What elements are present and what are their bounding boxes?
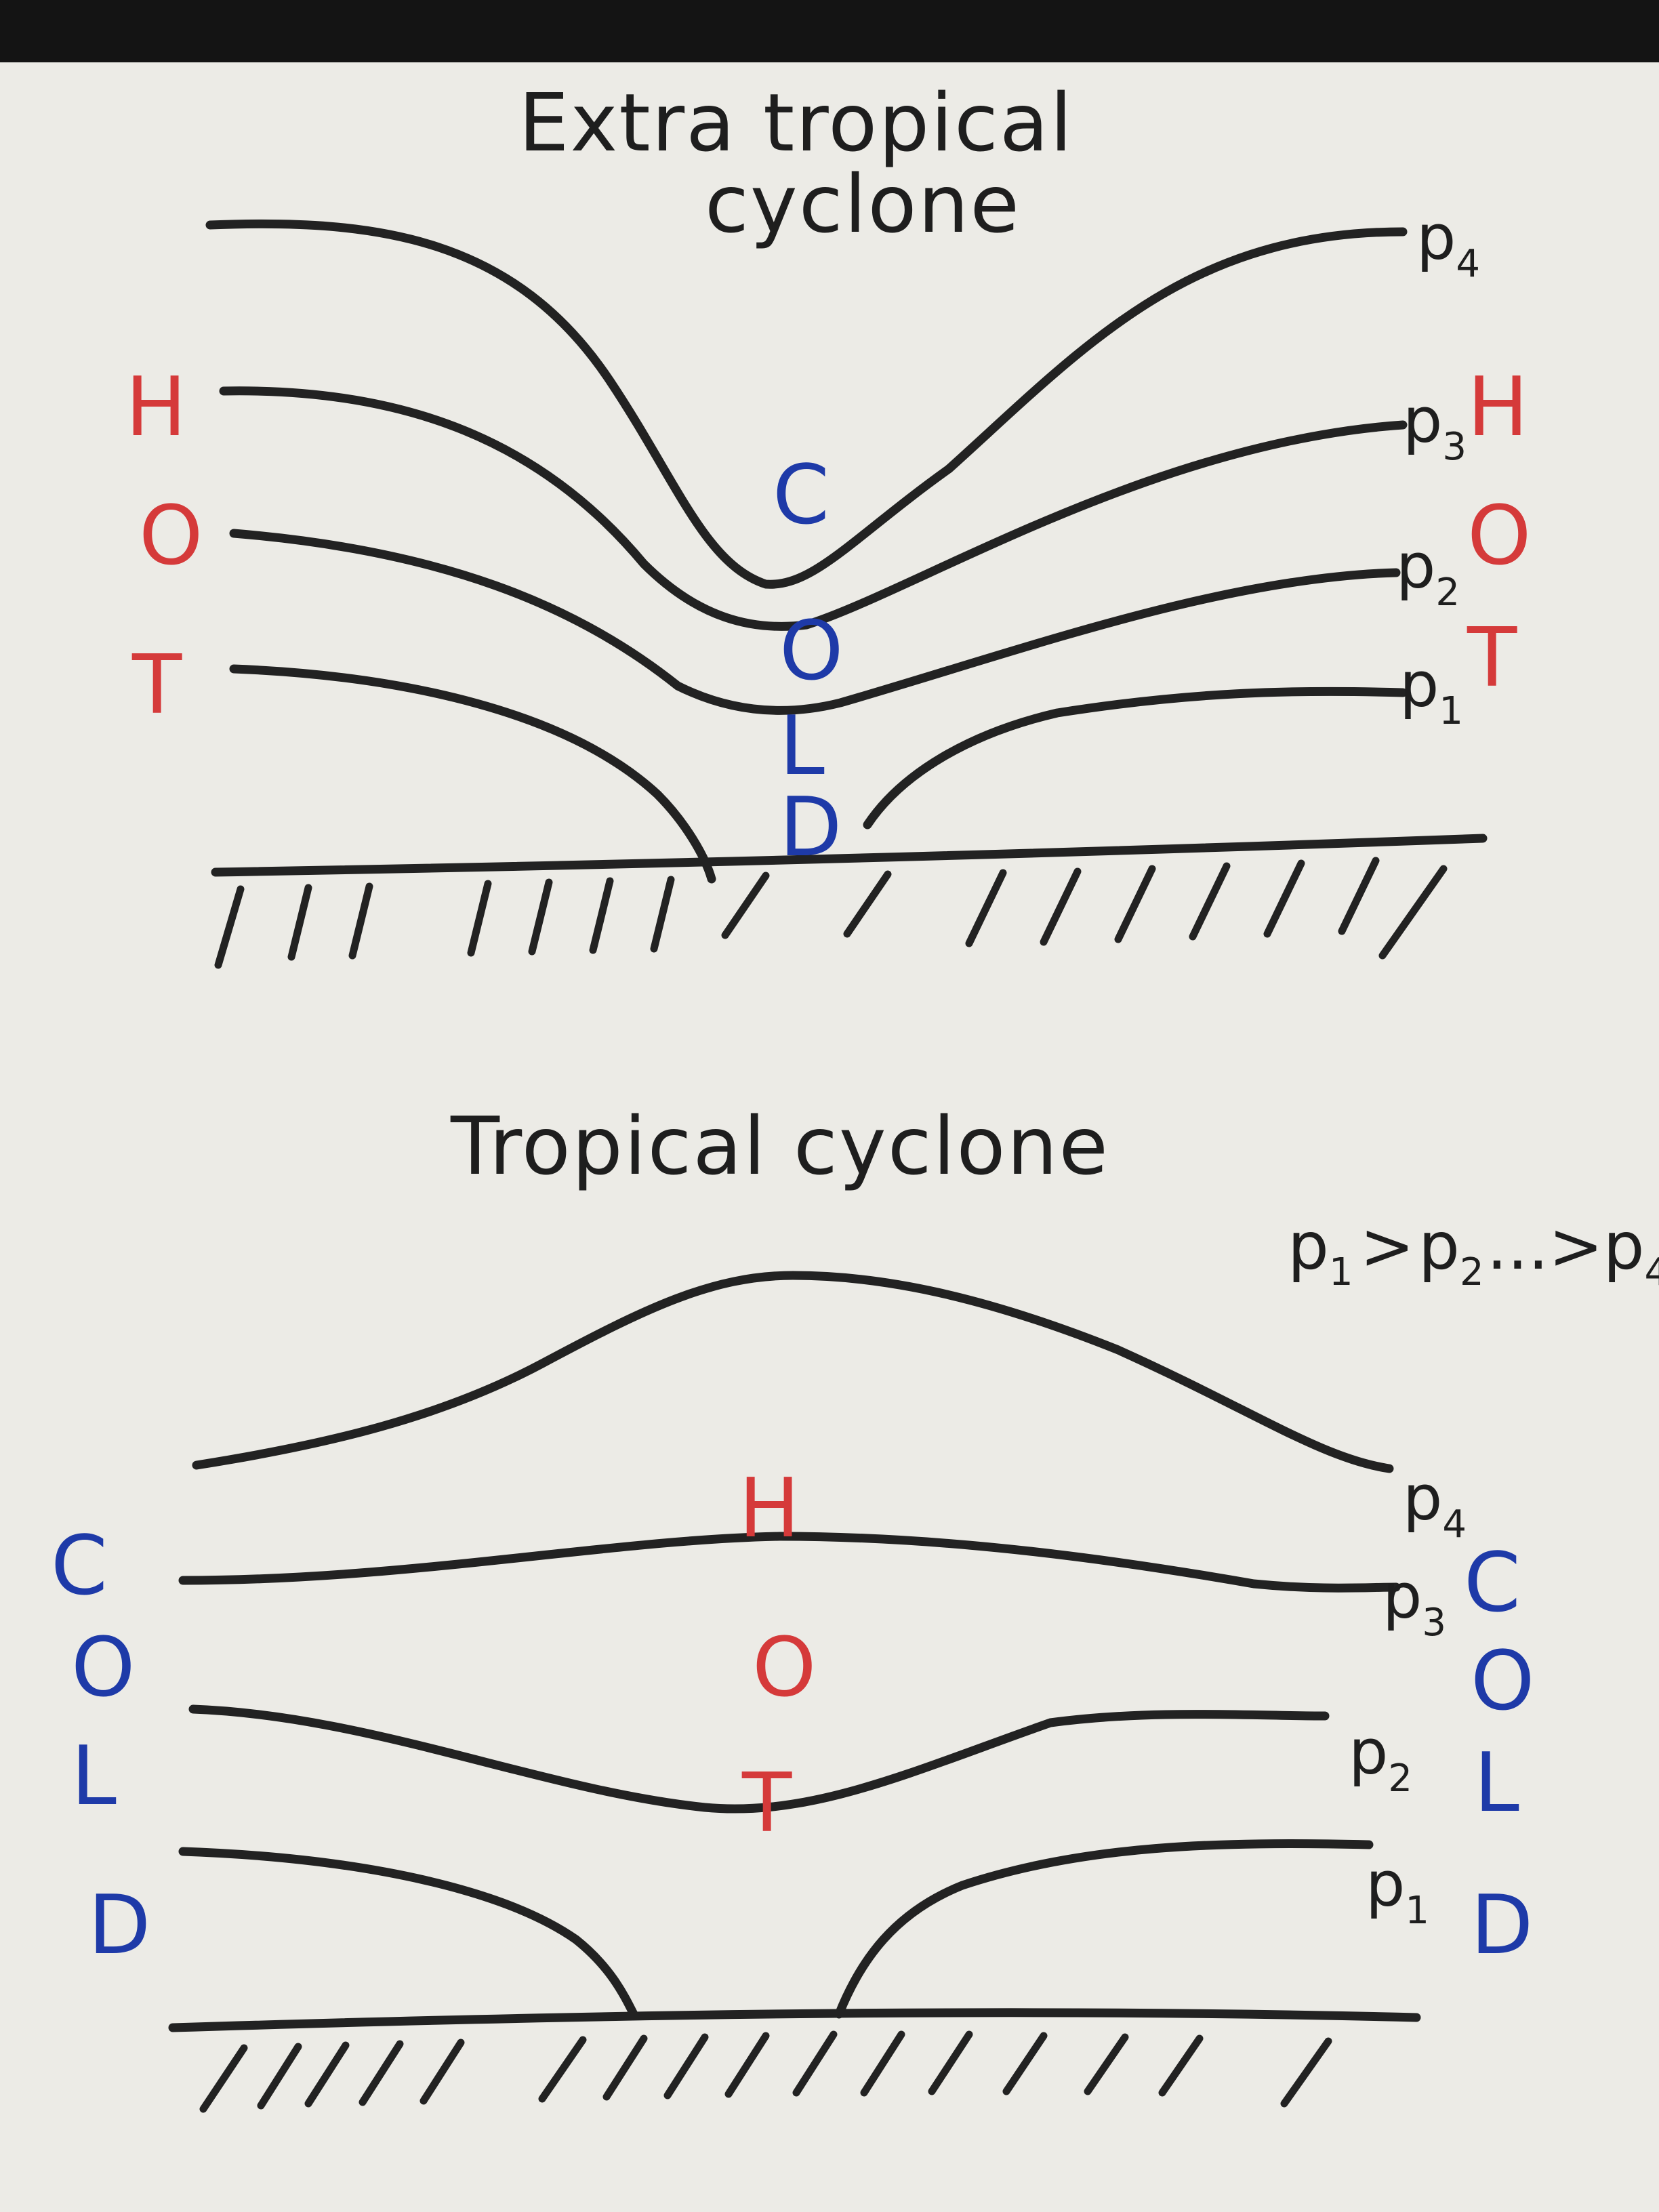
top-isobar-p3 bbox=[219, 386, 1408, 631]
bottom-ground-hatching bbox=[199, 2030, 1332, 2113]
svg-text:C: C bbox=[773, 449, 830, 543]
bottom-isobar-p1-right bbox=[834, 1839, 1374, 2019]
svg-text:O: O bbox=[1471, 1635, 1534, 1729]
svg-text:H: H bbox=[739, 1462, 800, 1556]
top-isobar-p1-left bbox=[229, 664, 716, 884]
svg-text:H: H bbox=[1467, 361, 1528, 455]
svg-text:H: H bbox=[125, 361, 186, 455]
top-ground-line bbox=[211, 834, 1488, 877]
svg-text:T: T bbox=[1467, 611, 1517, 705]
bottom-right-cold-letters: C O L D bbox=[1464, 1536, 1534, 1973]
isobar-diagram: Extra tropical cyclone bbox=[51, 76, 1659, 2113]
svg-text:T: T bbox=[131, 638, 182, 733]
extratropical-panel: Extra tropical cyclone bbox=[125, 76, 1531, 969]
top-label-p1: p1 bbox=[1399, 649, 1463, 733]
svg-text:D: D bbox=[1471, 1879, 1533, 1973]
svg-text:L: L bbox=[71, 1729, 117, 1824]
svg-text:O: O bbox=[752, 1621, 816, 1715]
svg-text:O: O bbox=[1467, 489, 1531, 583]
bottom-isobar-p3 bbox=[178, 1532, 1401, 1593]
top-isobar-p1-right bbox=[863, 687, 1408, 830]
svg-text:D: D bbox=[88, 1879, 150, 1973]
tropical-panel: Tropical cyclone p1>p2...>p4 bbox=[51, 1099, 1659, 2113]
top-center-cold-letters: C O L D bbox=[773, 449, 843, 875]
pressure-relation: p1>p2...>p4 bbox=[1288, 1208, 1659, 1294]
bottom-isobar-p2 bbox=[188, 1704, 1330, 1814]
bottom-ground-line bbox=[168, 2008, 1421, 2032]
bottom-left-cold-letters: C O L D bbox=[51, 1519, 150, 1973]
svg-text:C: C bbox=[51, 1519, 108, 1614]
svg-text:D: D bbox=[779, 781, 842, 875]
svg-text:C: C bbox=[1464, 1536, 1521, 1631]
svg-text:L: L bbox=[779, 699, 825, 794]
paper-sheet: Extra tropical cyclone bbox=[0, 62, 1659, 2212]
top-isobar-p4 bbox=[205, 219, 1408, 589]
svg-text:O: O bbox=[779, 605, 843, 699]
bottom-label-p3: p3 bbox=[1382, 1560, 1446, 1645]
svg-text:T: T bbox=[741, 1757, 792, 1851]
bottom-isobar-p4 bbox=[192, 1271, 1394, 1473]
top-isobar-p2 bbox=[229, 529, 1401, 715]
top-ground-hatching bbox=[214, 857, 1448, 969]
top-title-line2: cyclone bbox=[705, 157, 1021, 251]
svg-text:L: L bbox=[1474, 1736, 1519, 1830]
top-title-line1: Extra tropical bbox=[518, 76, 1073, 169]
bottom-label-p1: p1 bbox=[1366, 1848, 1429, 1933]
svg-text:O: O bbox=[139, 489, 203, 583]
top-left-hot-letters: H O T bbox=[125, 361, 203, 733]
bottom-center-hot-letters: H O T bbox=[739, 1462, 816, 1851]
svg-text:O: O bbox=[71, 1621, 135, 1715]
bottom-label-p4: p4 bbox=[1403, 1462, 1467, 1547]
bottom-label-p2: p2 bbox=[1349, 1716, 1412, 1801]
top-label-p2: p2 bbox=[1396, 530, 1460, 615]
bottom-title: Tropical cyclone bbox=[450, 1099, 1109, 1193]
top-label-p4: p4 bbox=[1416, 201, 1480, 286]
bottom-isobar-p1-left bbox=[178, 1847, 638, 2019]
top-right-hot-letters: H O T bbox=[1467, 361, 1531, 705]
top-label-p3: p3 bbox=[1403, 384, 1467, 469]
